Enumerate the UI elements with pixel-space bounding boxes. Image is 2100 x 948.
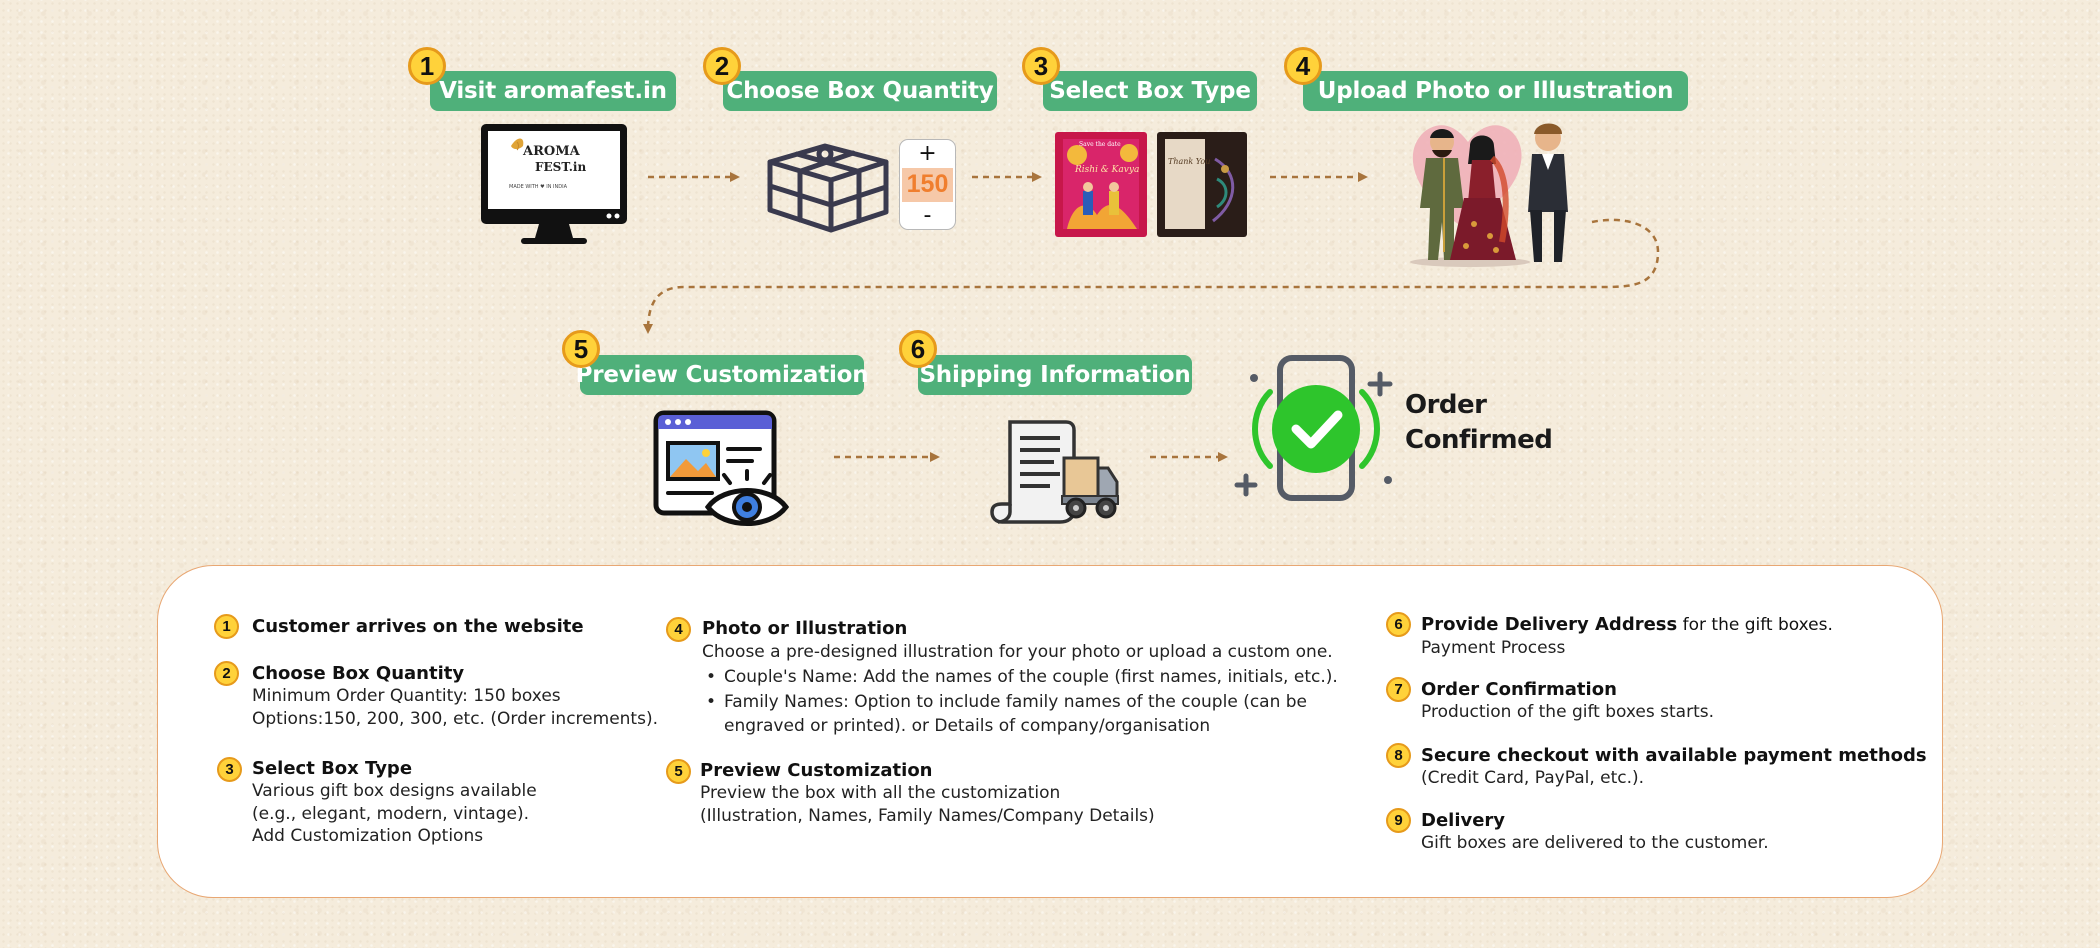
- order-confirmed-line2: Confirmed: [1405, 425, 1553, 455]
- step-2-badge: 2: [703, 47, 741, 85]
- phone-checkmark-icon: [1232, 352, 1402, 504]
- legend-item-4-title: Photo or Illustration: [702, 618, 908, 639]
- legend-item-2-line1: Minimum Order Quantity: 150 boxes: [252, 686, 561, 706]
- legend-item-2: Choose Box Quantity Minimum Order Quanti…: [252, 662, 658, 730]
- legend-item-8: Secure checkout with available payment m…: [1421, 744, 1927, 790]
- legend-item-4: Photo or Illustration Choose a pre-desig…: [702, 617, 1382, 739]
- step-3-badge: 3: [1022, 47, 1060, 85]
- legend-item-1: Customer arrives on the website: [252, 615, 584, 638]
- legend-badge-9: 9: [1386, 808, 1411, 833]
- legend-item-9-title: Delivery: [1421, 810, 1506, 831]
- logo-aroma: AROMA: [523, 144, 580, 159]
- quantity-minus: -: [923, 203, 932, 228]
- step-4-label: Upload Photo or Illustration: [1303, 71, 1688, 111]
- legend-item-3-line1: Various gift box designs available: [252, 781, 537, 801]
- box-card2-line1: Thank You: [1168, 157, 1211, 166]
- legend-item-5-title: Preview Customization: [700, 760, 933, 781]
- logo-fest: FEST.in: [535, 160, 587, 174]
- step-4-badge: 4: [1284, 47, 1322, 85]
- box-outline-icon: [765, 132, 891, 236]
- box-card1-line2: Rishi & Kavya: [1075, 165, 1140, 175]
- legend-item-3: Select Box Type Various gift box designs…: [252, 757, 537, 848]
- legend-item-6-line1: Payment Process: [1421, 638, 1566, 658]
- legend-badge-1: 1: [214, 614, 239, 639]
- legend-item-4-bullet-1: Couple's Name: Add the names of the coup…: [702, 665, 1382, 690]
- quantity-value: 150: [906, 170, 949, 198]
- legend-badge-2: 2: [214, 661, 239, 686]
- step-5-badge: 5: [562, 330, 600, 368]
- step-6-label: Shipping Information: [918, 355, 1192, 395]
- step-1-badge: 1: [408, 47, 446, 85]
- quantity-plus: +: [918, 141, 937, 166]
- legend-item-8-title: Secure checkout with available payment m…: [1421, 745, 1927, 766]
- invoice-delivery-truck-icon: [990, 418, 1120, 524]
- legend-item-6-title-rest: for the gift boxes.: [1677, 615, 1833, 635]
- legend-item-5-line2: (Illustration, Names, Family Names/Compa…: [700, 805, 1155, 826]
- legend-item-6-title: Provide Delivery Address: [1421, 614, 1678, 635]
- arrow-4-5: [643, 218, 1660, 334]
- step-1-label: Visit aromafest.in: [430, 71, 676, 111]
- legend-item-3-line3: Add Customization Options: [252, 826, 484, 846]
- legend-item-4-line1: Choose a pre-designed illustration for y…: [702, 642, 1333, 662]
- legend-badge-8: 8: [1386, 743, 1411, 768]
- legend-item-6: Provide Delivery Address for the gift bo…: [1421, 613, 1833, 660]
- legend-item-7-title: Order Confirmation: [1421, 679, 1617, 700]
- legend-badge-5: 5: [666, 759, 691, 784]
- legend-item-7: Order Confirmation Production of the gif…: [1421, 678, 1714, 724]
- legend-item-3-line2: (e.g., elegant, modern, vintage).: [252, 803, 530, 824]
- legend-item-9: Delivery Gift boxes are delivered to the…: [1421, 809, 1769, 855]
- step-2-label: Choose Box Quantity: [723, 71, 997, 111]
- legend-item-2-title: Choose Box Quantity: [252, 663, 465, 684]
- legend-item-8-line1: (Credit Card, PayPal, etc.).: [1421, 768, 1645, 788]
- step-3-label: Select Box Type: [1043, 71, 1257, 111]
- legend-item-5: Preview Customization Preview the box wi…: [700, 759, 1155, 827]
- legend-item-4-bullet-2: Family Names: Option to include family n…: [702, 690, 1352, 739]
- legend-item-4-bullets: Couple's Name: Add the names of the coup…: [702, 665, 1382, 739]
- step-5-label: Preview Customization: [576, 355, 869, 395]
- quantity-value-bg: [902, 168, 953, 202]
- order-confirmed-text: Order Confirmed: [1405, 388, 1565, 458]
- order-confirmed-line1: Order: [1405, 390, 1487, 420]
- gift-box-icon: Save the date Rishi & Kavya Thank You: [1053, 129, 1249, 239]
- couple-illustration-icon: [1404, 112, 1580, 269]
- legend-badge-3: 3: [217, 757, 242, 782]
- quantity-stepper: + 150 -: [899, 139, 956, 230]
- legend-item-3-title: Select Box Type: [252, 758, 413, 779]
- monitor-icon: AROMA FEST.in MADE WITH ♥ IN INDIA: [479, 122, 629, 248]
- step-6-badge: 6: [899, 330, 937, 368]
- legend-item-6-title-line: Provide Delivery Address for the gift bo…: [1421, 613, 1833, 637]
- web-preview-eye-icon: [652, 409, 792, 533]
- legend-badge-7: 7: [1386, 677, 1411, 702]
- legend-item-2-line2: Options:150, 200, 300, etc. (Order incre…: [252, 708, 658, 729]
- box-card1-line1: Save the date: [1079, 141, 1121, 148]
- legend-item-9-line1: Gift boxes are delivered to the customer…: [1421, 833, 1769, 853]
- legend-item-1-title: Customer arrives on the website: [252, 616, 584, 637]
- legend-badge-6: 6: [1386, 612, 1411, 637]
- legend-item-5-line1: Preview the box with all the customizati…: [700, 783, 1061, 803]
- logo-tagline: MADE WITH ♥ IN INDIA: [509, 184, 567, 190]
- legend-item-7-line1: Production of the gift boxes starts.: [1421, 702, 1714, 722]
- legend-badge-4: 4: [666, 617, 691, 642]
